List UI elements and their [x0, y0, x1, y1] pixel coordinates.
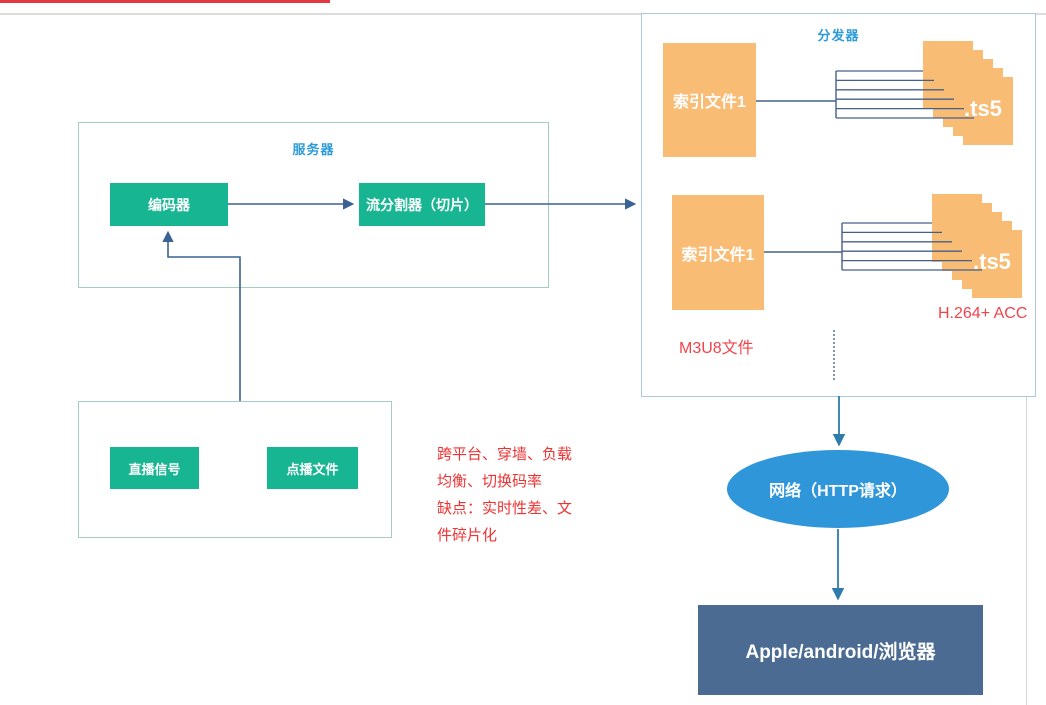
splitter-node: 流分割器（切片） — [359, 183, 485, 226]
top-divider-line — [0, 13, 1046, 15]
vod-file-node: 点播文件 — [267, 447, 358, 489]
splitter-label: 流分割器（切片） — [366, 196, 478, 213]
ts-file-stack-2 — [932, 194, 1023, 299]
client-label: Apple/android/浏览器 — [745, 641, 936, 663]
note-line-1: 跨平台、穿墙、负载 — [437, 446, 573, 463]
codec-label: H.264+ ACC — [938, 305, 1028, 322]
note-line-3: 缺点：实时性差、文 — [437, 500, 573, 517]
m3u8-label: M3U8文件 — [679, 340, 754, 357]
client-node: Apple/android/浏览器 — [698, 605, 983, 695]
note-line-2: 均衡、切换码率 — [437, 473, 543, 490]
page-edge-line — [1026, 395, 1027, 705]
ellipsis-dotted-line — [833, 330, 835, 380]
encoder-label: 编码器 — [148, 196, 190, 213]
index-file-label-1: 索引文件1 — [673, 94, 746, 111]
index-file-node-1: 索引文件1 — [663, 43, 756, 157]
top-red-line — [0, 0, 330, 3]
annotation-notes: 跨平台、穿墙、负载 均衡、切换码率 缺点：实时性差、文 件碎片化 — [437, 441, 572, 549]
index-file-label-2: 索引文件1 — [681, 246, 755, 264]
encoder-node: 编码器 — [110, 183, 228, 226]
ts-file-stack-1 — [923, 41, 1014, 146]
note-line-4: 件碎片化 — [437, 527, 498, 544]
distributor-group-label: 分发器 — [817, 28, 860, 43]
index-file-node-2: 索引文件1 — [672, 195, 764, 310]
live-signal-node: 直播信号 — [110, 447, 199, 489]
ts-file-label-1: .ts5 — [964, 96, 1002, 121]
ts-file-label-2: .ts5 — [973, 249, 1011, 274]
network-node: 网络（HTTP请求） — [727, 450, 949, 528]
live-signal-label: 直播信号 — [128, 461, 181, 477]
vod-file-label: 点播文件 — [286, 461, 339, 477]
server-group-label: 服务器 — [292, 142, 335, 157]
network-label: 网络（HTTP请求） — [769, 483, 907, 500]
